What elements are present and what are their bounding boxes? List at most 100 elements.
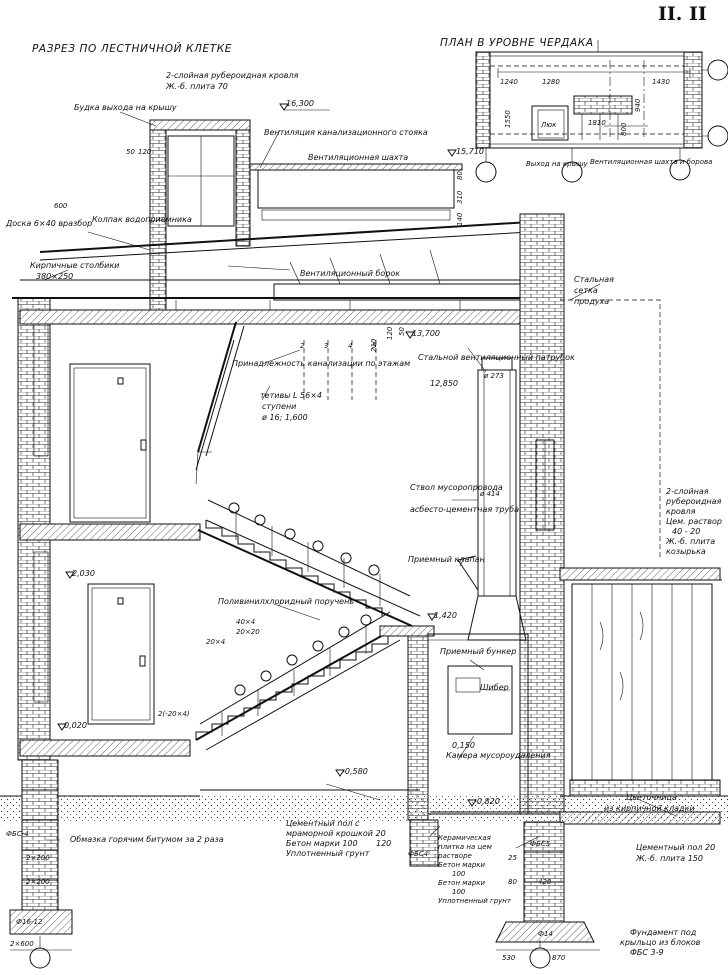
- booth-right-wall: [235, 127, 251, 247]
- stair-right-wall: [519, 213, 565, 815]
- floor-ceramic-8: 100: [452, 888, 466, 896]
- level-0580: -0,580: [342, 767, 368, 776]
- canopy-spec-5: 40 - 20: [672, 527, 700, 536]
- level-15710: 15,710: [456, 147, 484, 156]
- axis-mark-4: 4: [348, 342, 352, 350]
- plan-dim-4: 1550: [504, 110, 512, 128]
- vent-shaft: [257, 167, 455, 209]
- canopy-spec-7: козырька: [666, 547, 706, 556]
- floor-ceramic-6: 25: [508, 854, 517, 862]
- dim-slab-210: 210: [370, 338, 378, 352]
- dim-rail-2: 20×20: [236, 628, 260, 636]
- floor-ceramic-4: Бетон марки: [438, 861, 486, 869]
- upper-door: [69, 363, 151, 523]
- mid-floor-slab: [19, 523, 201, 541]
- plan-dim-3: 1430: [652, 78, 670, 86]
- floor-ceramic-2: плитка на цем: [438, 843, 493, 851]
- block-fbs4-mid: ФБС4: [408, 850, 428, 858]
- gate-label: Шибер: [480, 683, 509, 692]
- level-0150: 0,150: [452, 741, 475, 750]
- bunker-label: Приемный бункер: [440, 647, 516, 656]
- section-title: РАЗРЕЗ ПО ЛЕСТНИЧНОЙ КЛЕТКЕ: [32, 42, 232, 55]
- dim-porch-870: 870: [552, 954, 566, 962]
- dim-porch-530: 530: [502, 954, 516, 962]
- dim-vert-80: 80: [456, 171, 464, 180]
- staircase: [195, 321, 435, 751]
- canopy-spec-1: 2-слойная: [666, 487, 709, 496]
- floor-cement-2: мраморной крошкой 20: [286, 829, 386, 838]
- dim-slab-50: 50: [398, 327, 406, 336]
- dim-600: 600: [54, 202, 68, 210]
- dim-chute-414: ø 414: [479, 490, 500, 498]
- flower-box-2: из кирпичной кладки: [604, 804, 695, 813]
- axis-mark-3: 3: [324, 342, 328, 350]
- roof-spec-2: Ж.-б. плита 70: [165, 82, 228, 91]
- canopy-spec-3: кровля: [666, 507, 696, 516]
- plan-dim-1: 1240: [500, 78, 518, 86]
- foundation-1: Фундамент под: [630, 928, 697, 937]
- axis-marker-left: [29, 947, 51, 969]
- steel-mesh-3: продуха: [574, 297, 609, 306]
- plan-dim-5: 1810: [588, 119, 606, 127]
- level-markers: [57, 103, 477, 807]
- floor-cement-5: Уплотненный грунт: [286, 849, 370, 858]
- left-foundation-blocks: [21, 759, 59, 911]
- refuse-chamber: [427, 633, 529, 815]
- chute-label-2: асбесто-цементная труба: [410, 505, 519, 514]
- floor-cement-1: Цементный пол с: [286, 819, 360, 828]
- booth-left-wall: [149, 127, 167, 323]
- level-0820: -0,820: [474, 797, 500, 806]
- roof-line: [39, 221, 531, 253]
- axis-marker-right: [529, 947, 551, 969]
- floor-cement-4: 120: [376, 839, 391, 848]
- vent-shaft-label: Вентиляционная шахта: [308, 153, 408, 162]
- garbage-chute: [407, 357, 529, 821]
- dim-rail-1: 40×4: [236, 618, 255, 626]
- plan-title: ПЛАН В УРОВНЕ ЧЕРДАКА: [440, 37, 594, 49]
- roof-spec-1: 2-слойная рубероидная кровля: [166, 71, 299, 80]
- steel-mesh-1: Стальная: [574, 275, 614, 284]
- vent-pipe-label: Стальной вентиляционный патрубок: [418, 353, 575, 362]
- plan-dim-6: 940: [634, 98, 642, 112]
- steel-mesh-2: сетка: [574, 286, 598, 295]
- dim-vert-140: 140: [456, 212, 464, 226]
- canopy-spec-4: Цем. раствор: [666, 517, 722, 526]
- chamber-label: Камера мусороудаления: [446, 751, 551, 760]
- booth-roof: [149, 119, 251, 131]
- axis-mark-2: 2: [300, 342, 305, 350]
- bitumen-label: Обмазка горячим битумом за 2 раза: [70, 835, 224, 844]
- floor-ceramic-1: Керамическая: [438, 834, 491, 842]
- block-fbs4-left: ФБС-4: [6, 830, 29, 838]
- dim-base-2: 2×600: [10, 940, 34, 948]
- right-foundation-blocks: [523, 821, 565, 923]
- dim-120: 120: [138, 148, 152, 156]
- dim-chute-273: ø 273: [483, 372, 504, 380]
- floor-ceramic-10: Уплотненный грунт: [438, 897, 512, 905]
- block-fbs5: ФБС5: [530, 840, 551, 848]
- dim-slab-120: 120: [386, 326, 394, 340]
- canopy-spec-6: Ж.-б. плита: [665, 537, 715, 546]
- vent-riser-label: Вентиляция канализационного стояка: [264, 128, 428, 137]
- stringer-2: ступени: [262, 402, 296, 411]
- brick-columns-label: Кирпичные столбики: [30, 261, 119, 270]
- vent-pipe-level: 12,850: [430, 379, 458, 388]
- left-footing: [9, 909, 73, 935]
- level-2030: 2,030: [72, 569, 95, 578]
- plan-dim-7: 800: [620, 122, 628, 136]
- flower-box-1: Цветочница: [626, 793, 677, 802]
- chute-label-1: Ствол мусоропровода: [410, 483, 503, 492]
- plan-dim-2: 1280: [542, 78, 560, 86]
- floor-porch-1: Цементный пол 20: [636, 843, 715, 852]
- canopy-spec-2: рубероидная: [665, 497, 722, 506]
- dim-porch-420: 420: [538, 878, 552, 886]
- dim-vert-310: 310: [456, 190, 464, 204]
- exit-booth-label: Будка выхода на крышу: [74, 103, 177, 112]
- porch: [559, 299, 722, 825]
- lower-door: [87, 583, 155, 725]
- dim-rail-3: 20×4: [206, 638, 225, 646]
- dim-base-1: 2×200: [26, 878, 50, 886]
- vent-duct-label: Вентиляционный борок: [300, 269, 400, 278]
- level-16300: 16,300: [286, 99, 314, 108]
- stringer-3: ø 16; 1,600: [261, 413, 308, 422]
